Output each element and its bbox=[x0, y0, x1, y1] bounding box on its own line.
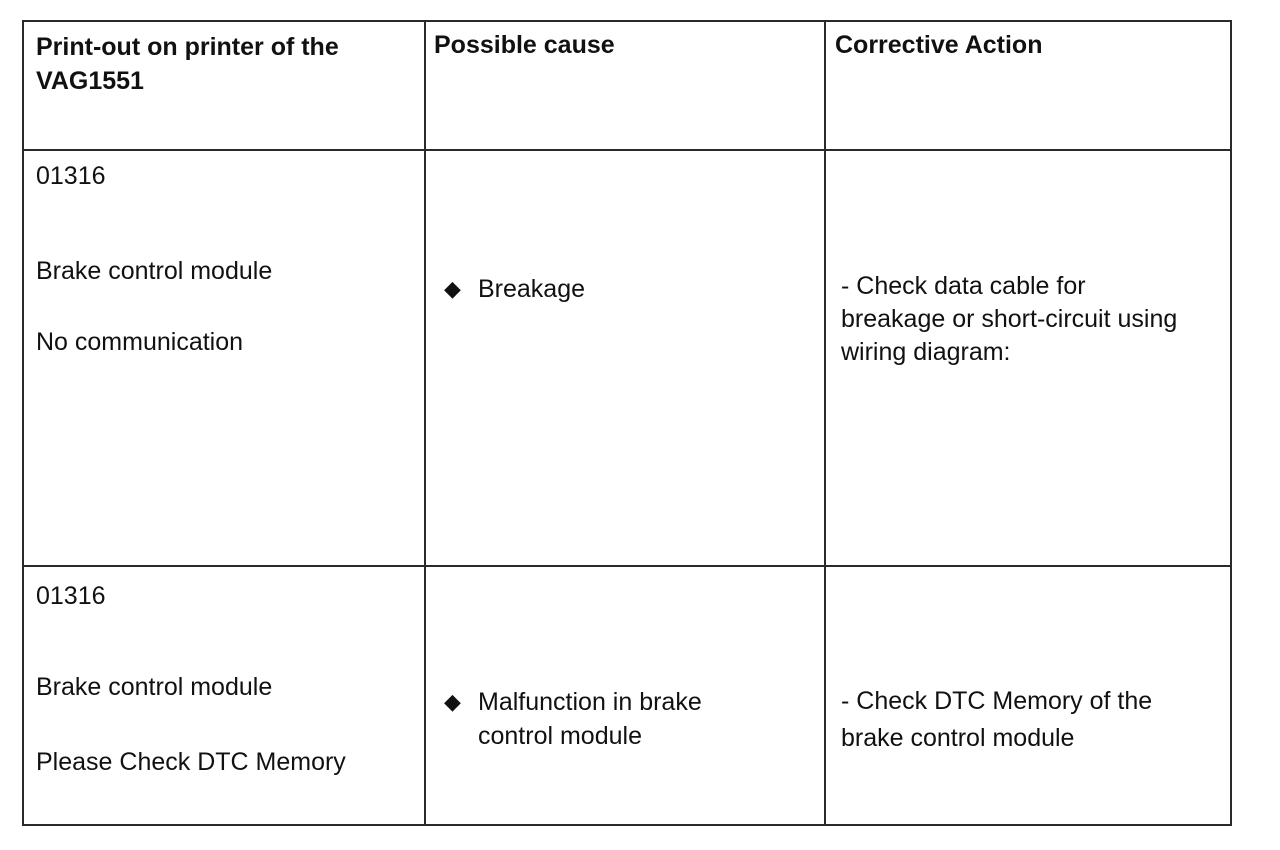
header-cause: Possible cause bbox=[434, 28, 814, 138]
column-divider bbox=[424, 22, 426, 824]
fault-message: Please Check DTC Memory bbox=[36, 748, 346, 776]
fault-message: No communication bbox=[36, 328, 244, 356]
row2-cause: ◆ Malfunction in brake control module bbox=[444, 685, 819, 805]
row1-action: - Check data cable for breakage or short… bbox=[841, 269, 1226, 419]
action-line: - Check data cable for bbox=[841, 272, 1086, 300]
dtc-code: 01316 bbox=[36, 582, 106, 610]
row2-action: - Check DTC Memory of the brake control … bbox=[841, 684, 1226, 804]
header-action-label: Corrective Action bbox=[835, 31, 1043, 59]
action-line: wiring diagram: bbox=[841, 338, 1011, 366]
header-cause-label: Possible cause bbox=[434, 31, 615, 59]
cause-text: Breakage bbox=[478, 275, 586, 303]
row-divider bbox=[24, 565, 1230, 567]
action-line: breakage or short-circuit using bbox=[841, 305, 1178, 333]
cause-line: control module bbox=[478, 722, 642, 750]
diamond-bullet-icon: ◆ bbox=[444, 689, 461, 714]
dtc-code: 01316 bbox=[36, 162, 106, 190]
diamond-bullet-icon: ◆ bbox=[444, 276, 461, 301]
cause-line: Malfunction in brake bbox=[478, 688, 702, 716]
fault-table: Print-out on printer of the VAG1551 Poss… bbox=[22, 20, 1232, 826]
action-line: - Check DTC Memory of the bbox=[841, 687, 1153, 715]
column-divider bbox=[824, 22, 826, 824]
header-printout-line2: VAG1551 bbox=[36, 67, 144, 95]
component-name: Brake control module bbox=[36, 257, 273, 285]
cause-text: Malfunction in brake control module bbox=[478, 685, 702, 753]
component-name: Brake control module bbox=[36, 673, 273, 701]
header-printout-line1: Print-out on printer of the bbox=[36, 33, 339, 61]
row-divider bbox=[24, 149, 1230, 151]
row1-cause: ◆ Breakage bbox=[444, 272, 814, 392]
row2-printout: 01316 Brake control module Please Check … bbox=[36, 579, 416, 819]
header-action: Corrective Action bbox=[835, 28, 1225, 138]
cause-item: ◆ Malfunction in brake control module bbox=[444, 685, 702, 753]
action-line: brake control module bbox=[841, 724, 1075, 752]
cause-item: ◆ Breakage bbox=[444, 272, 585, 306]
header-printout: Print-out on printer of the VAG1551 bbox=[36, 30, 416, 140]
row1-printout: 01316 Brake control module No communicat… bbox=[36, 159, 416, 559]
